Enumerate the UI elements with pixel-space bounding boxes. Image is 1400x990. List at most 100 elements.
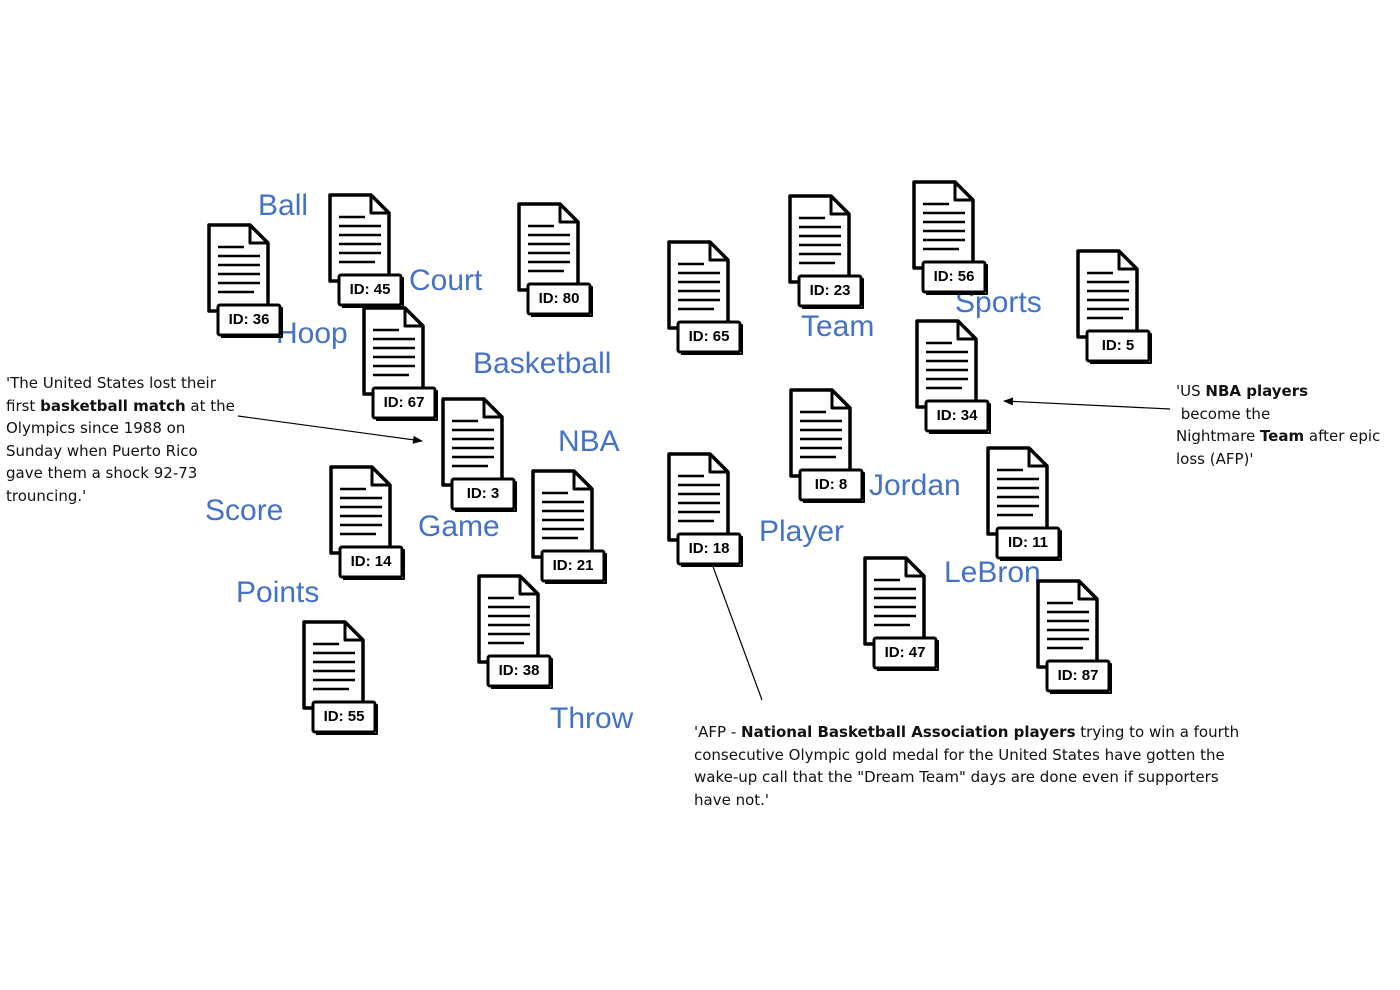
keyword-hoop: Hoop (276, 317, 348, 350)
keyword-jordan: Jordan (869, 469, 961, 502)
annotation-emphasis: National Basketball Association players (741, 723, 1076, 741)
keyword-team: Team (801, 310, 875, 343)
document-icon: ID: 80 (516, 202, 596, 322)
document-icon: ID: 11 (985, 446, 1065, 566)
document-id-label: ID: 65 (688, 328, 730, 345)
document-glyph (667, 452, 743, 567)
document-icon: ID: 5 (1075, 249, 1155, 369)
document-glyph (207, 223, 283, 338)
keyword-ball: Ball (258, 189, 309, 222)
keyword-throw: Throw (550, 702, 634, 735)
annotation-left-line: gave them a shock 92-73 (6, 464, 198, 482)
document-id-label: ID: 55 (323, 708, 365, 725)
annotation-emphasis: Team (1259, 427, 1305, 445)
document-id-label: ID: 56 (933, 268, 975, 285)
annotation-right: 'US NBA players become the Nightmare Tea… (1176, 380, 1398, 470)
document-id-label: ID: 45 (349, 281, 391, 298)
keyword-basketball: Basketball (473, 347, 612, 380)
document-icon: ID: 21 (530, 469, 610, 589)
annotation-text: first (6, 396, 41, 415)
document-id-label: ID: 21 (552, 557, 594, 574)
annotation-left: 'The United States lost their first bask… (6, 372, 238, 507)
annotation-text: Nightmare (1176, 427, 1260, 445)
annotation-bottom: 'AFP - National Basketball Association p… (694, 721, 1254, 811)
annotation-text: after epic (1304, 427, 1381, 445)
annotation-emphasis: basketball match (40, 396, 186, 415)
document-id-label: ID: 80 (538, 290, 580, 307)
document-icon: ID: 65 (666, 240, 746, 360)
annotation-text: at the (185, 396, 235, 415)
arrow-right-note-to-doc-34 (1003, 397, 1171, 410)
document-icon: ID: 34 (914, 319, 994, 439)
document-icon: ID: 67 (361, 306, 441, 426)
keyword-nba: NBA (558, 425, 620, 458)
annotation-left-line: Olympics since 1988 on (6, 419, 186, 437)
annotation-text: trying to win a fourth (1075, 723, 1240, 741)
document-glyph (441, 397, 517, 512)
keyword-game: Game (418, 510, 500, 543)
document-glyph (329, 465, 405, 580)
annotation-bottom-line: consecutive Olympic gold medal for the U… (694, 745, 1225, 764)
annotation-text: 'AFP - (694, 723, 742, 741)
document-glyph (986, 446, 1062, 561)
document-glyph (477, 574, 553, 689)
annotation-left-line: trouncing.' (6, 486, 87, 505)
document-glyph (328, 193, 404, 308)
document-icon: ID: 14 (328, 465, 408, 585)
document-icon: ID: 38 (476, 574, 556, 694)
document-icon: ID: 23 (787, 194, 867, 314)
document-id-label: ID: 11 (1007, 534, 1049, 551)
document-id-label: ID: 3 (466, 485, 500, 502)
document-icon: ID: 55 (301, 620, 381, 740)
document-glyph (362, 306, 438, 421)
annotation-text: 'US (1176, 382, 1206, 400)
annotation-right-line: 'US NBA players become the (1176, 380, 1398, 425)
document-icon: ID: 18 (666, 452, 746, 572)
annotation-right-line: loss (AFP)' (1176, 449, 1254, 468)
document-icon: ID: 56 (911, 180, 991, 300)
annotation-left-line: Sunday when Puerto Rico (6, 441, 198, 460)
document-glyph (789, 388, 865, 503)
arrow-bottom-note-to-doc-18 (707, 552, 763, 701)
keyword-score: Score (205, 494, 284, 527)
annotation-bottom-line: 'AFP - National Basketball Association p… (694, 721, 1254, 744)
annotation-bottom-line: have not.' (694, 790, 770, 809)
document-id-label: ID: 14 (350, 553, 392, 570)
document-glyph (302, 620, 378, 735)
document-id-label: ID: 36 (228, 311, 270, 328)
document-glyph (915, 319, 991, 434)
document-id-label: ID: 47 (884, 644, 926, 661)
keyword-points: Points (236, 576, 320, 609)
document-glyph (912, 180, 988, 295)
document-icon: ID: 3 (440, 397, 520, 517)
keyword-court: Court (409, 264, 483, 297)
document-glyph (531, 469, 607, 584)
document-icon: ID: 87 (1035, 579, 1115, 699)
document-id-label: ID: 5 (1101, 337, 1135, 354)
document-id-label: ID: 8 (814, 476, 848, 493)
keyword-lebron: LeBron (944, 556, 1041, 589)
document-icon: ID: 8 (788, 388, 868, 508)
document-id-label: ID: 38 (498, 662, 540, 679)
annotation-left-line: 'The United States lost their (6, 374, 216, 392)
annotation-left-line: first basketball match at the (6, 395, 238, 418)
document-id-label: ID: 34 (936, 407, 978, 424)
document-id-label: ID: 87 (1057, 667, 1099, 684)
document-glyph (1036, 579, 1112, 694)
document-id-label: ID: 67 (383, 394, 425, 411)
document-glyph (788, 194, 864, 309)
keyword-player: Player (759, 515, 845, 548)
document-id-label: ID: 23 (809, 282, 851, 299)
document-id-label: ID: 18 (688, 540, 730, 557)
annotation-emphasis: NBA players (1205, 382, 1309, 400)
document-glyph (517, 202, 593, 317)
document-glyph (1076, 249, 1152, 364)
annotation-bottom-line: wake-up call that the "Dream Team" days … (694, 768, 1219, 786)
document-icon: ID: 45 (327, 193, 407, 313)
document-icon: ID: 36 (206, 223, 286, 343)
document-glyph (863, 556, 939, 671)
annotation-right-line: Nightmare Team after epic (1176, 425, 1398, 448)
annotation-text: become the (1176, 404, 1271, 423)
